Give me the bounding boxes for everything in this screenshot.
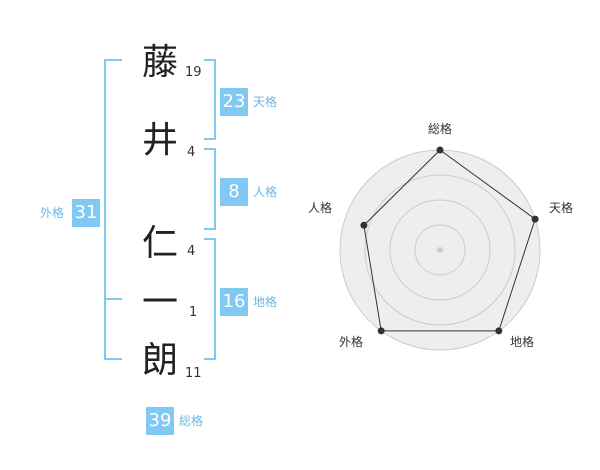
radar-label-jinkaku: 人格 <box>308 200 332 215</box>
jinkaku-value: 8 <box>220 178 248 206</box>
name-char-1: 藤 <box>141 42 178 83</box>
radar-value-polygon <box>363 149 536 332</box>
gaikaku-label: 外格 <box>40 206 65 220</box>
radar-point-4 <box>360 221 368 229</box>
radar-label-soukaku: 総格 <box>428 121 452 136</box>
chikaku-label: 地格 <box>253 295 278 309</box>
radar-point-1 <box>531 215 539 223</box>
name-char-4: 一 <box>141 282 178 323</box>
radar-points <box>360 146 539 335</box>
gaikaku-value: 31 <box>72 199 100 227</box>
tenkaku-label: 天格 <box>253 95 278 109</box>
radar-label-chikaku: 地格 <box>510 334 534 349</box>
radar-chart: 総格 天格 地格 外格 人格 <box>308 121 573 351</box>
stroke-count-1: 19 <box>185 65 202 80</box>
radar-label-gaikaku: 外格 <box>339 334 363 349</box>
name-char-2: 井 <box>141 120 178 161</box>
stroke-count-4: 1 <box>189 305 198 320</box>
jinkaku-label: 人格 <box>253 185 278 199</box>
tenkaku-value: 23 <box>220 88 248 116</box>
name-char-5: 朗 <box>141 340 178 381</box>
radar-point-0 <box>436 146 444 154</box>
soukaku-value: 39 <box>146 407 174 435</box>
radar-point-2 <box>495 327 503 335</box>
radar-center-dot <box>437 247 443 253</box>
radar-point-3 <box>377 327 385 335</box>
chikaku-value: 16 <box>220 288 248 316</box>
radar-label-tenkaku: 天格 <box>549 200 573 215</box>
stroke-count-2: 4 <box>187 145 196 160</box>
stroke-count-3: 4 <box>187 244 196 259</box>
stroke-count-5: 11 <box>185 366 202 381</box>
name-char-3: 仁 <box>141 223 178 264</box>
soukaku-label: 総格 <box>179 414 204 428</box>
